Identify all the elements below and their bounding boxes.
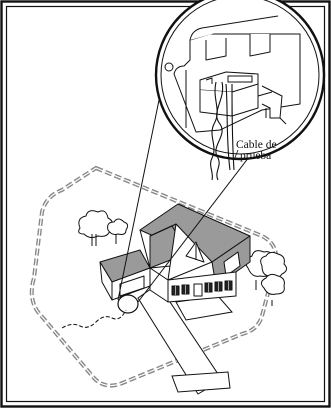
tree-cluster-left: [79, 211, 128, 246]
magnified-callout: Cable de prueba: [156, 0, 324, 180]
buried-cable-route: [62, 310, 126, 328]
tree-cluster-right: [246, 251, 287, 306]
connection-point-circle: [118, 295, 138, 313]
test-cable-label-line2: prueba: [240, 150, 271, 162]
